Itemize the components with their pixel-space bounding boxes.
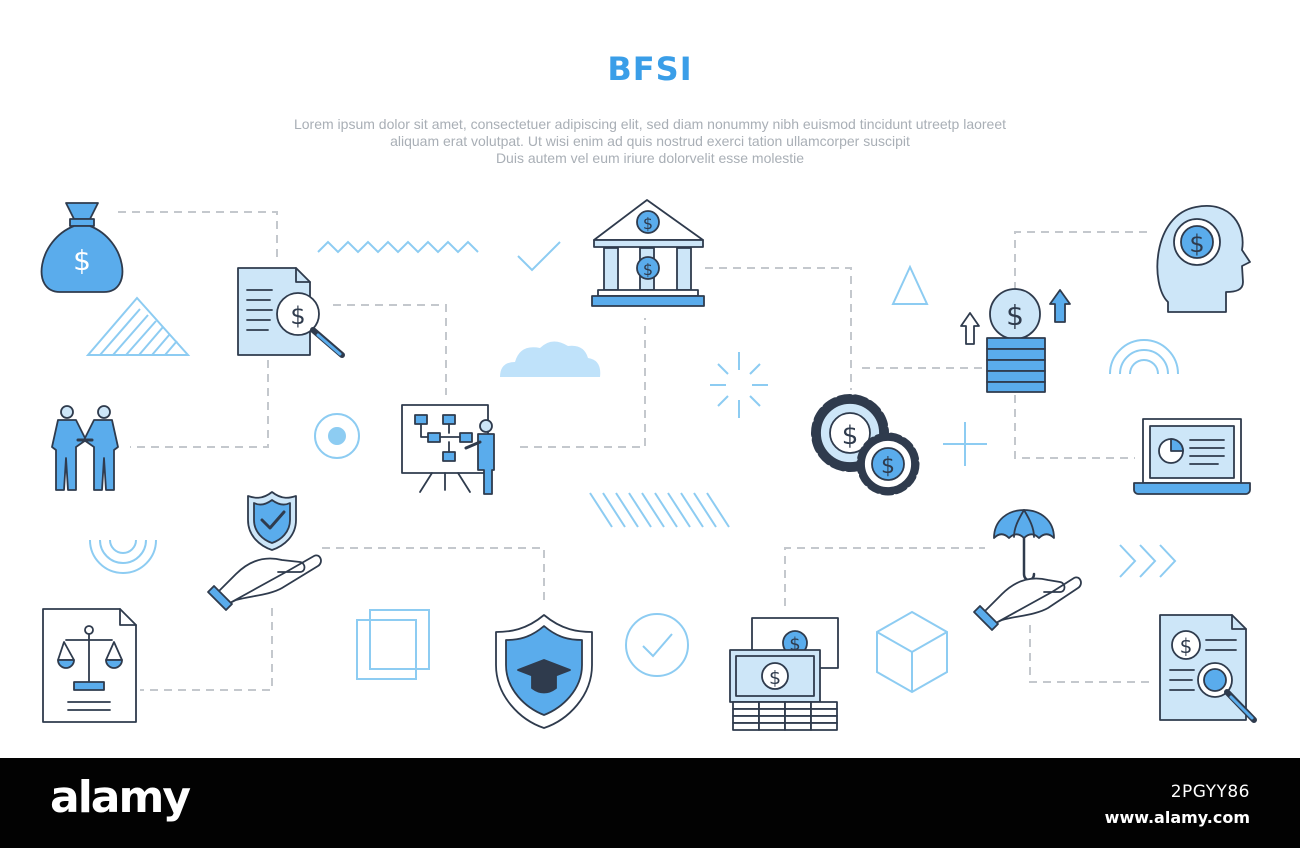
sparkle-decor <box>710 352 768 418</box>
half-arc-decor <box>89 539 157 574</box>
dollar-gears-icon: $ $ <box>811 394 920 496</box>
svg-text:$: $ <box>769 667 781 689</box>
financial-document-search-icon: $ <box>237 267 345 358</box>
coins-growth-icon: $ <box>960 288 1071 393</box>
laptop-report-icon <box>1133 418 1251 495</box>
handshake-icon <box>51 405 119 491</box>
svg-text:$: $ <box>73 244 91 277</box>
svg-text:$: $ <box>643 214 653 233</box>
money-bag-icon: $ <box>40 202 124 293</box>
svg-text:$: $ <box>1006 299 1024 332</box>
hatched-triangle-decor <box>85 296 191 356</box>
squares-decor <box>356 609 430 680</box>
svg-text:$: $ <box>842 421 859 451</box>
svg-text:$: $ <box>881 454 895 479</box>
chevrons-decor <box>1119 544 1177 578</box>
plus-decor <box>943 422 987 466</box>
cube-decor <box>876 610 948 694</box>
check-circle-decor <box>625 613 689 677</box>
finance-mind-icon: $ <box>1156 205 1251 313</box>
svg-text:$: $ <box>1189 230 1204 258</box>
subtitle-line-1: Lorem ipsum dolor sit amet, consectetuer… <box>293 116 1007 132</box>
svg-text:$: $ <box>290 302 305 330</box>
rainbow-arc-decor <box>1109 339 1179 375</box>
target-decor <box>314 413 360 459</box>
zigzag-decor <box>317 240 479 254</box>
svg-text:$: $ <box>1180 634 1193 658</box>
svg-text:$: $ <box>643 260 653 279</box>
image-id-label: 2PGYY86 <box>1170 782 1250 802</box>
triangle-decor <box>891 264 929 305</box>
infographic-canvas: BFSI Lorem ipsum dolor sit amet, consect… <box>40 50 1257 731</box>
umbrella-in-hand-icon <box>973 509 1082 631</box>
diagonal-lines-decor <box>589 492 730 528</box>
subtitle-line-3: Duis autem vel eum iriure dolorvelit ess… <box>495 150 805 166</box>
bank-building-icon: $ $ <box>591 199 705 307</box>
subtitle-line-2: aliquam erat volutpat. Ut wisi enim ad q… <box>390 133 910 149</box>
page-title: BFSI <box>607 50 693 88</box>
strategy-presentation-icon <box>401 404 495 495</box>
cloud-decor <box>500 341 601 377</box>
site-url-label: www.alamy.com <box>1104 808 1250 827</box>
infographic-art: $ $ <box>40 199 1257 731</box>
law-document-icon <box>42 608 137 723</box>
checkmark-decor <box>517 241 561 272</box>
alamy-logo: alamy <box>50 772 191 823</box>
banknotes-coins-icon: $ $ <box>729 617 839 731</box>
shield-in-hand-icon <box>207 491 322 611</box>
watermark-footer: alamy 2PGYY86 www.alamy.com <box>0 758 1300 848</box>
decorative-shapes <box>85 240 1179 694</box>
svg-text:$: $ <box>789 634 800 655</box>
education-shield-icon <box>495 614 593 729</box>
invoice-search-icon: $ <box>1159 614 1257 723</box>
